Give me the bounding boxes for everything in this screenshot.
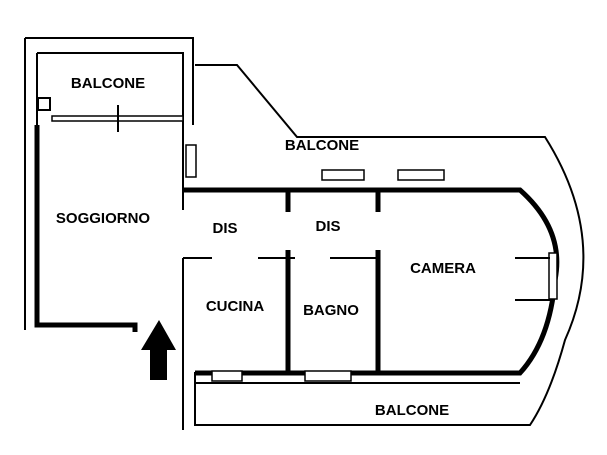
label-dis-1: DIS [212,220,237,237]
arrow-up-icon [141,320,176,380]
window-camera [397,169,445,181]
room-partitions [285,250,381,375]
soggiorno-wall [34,125,138,332]
label-dis-2: DIS [315,218,340,235]
window-side [185,144,197,178]
camera-niche [515,257,550,301]
outer-wall-top [25,37,194,125]
label-bagno: BAGNO [303,302,359,319]
column [37,97,51,111]
dis-partitions [285,190,381,212]
balcony-top-left-outline [36,52,184,125]
label-camera: CAMERA [410,260,476,277]
label-balcone-top: BALCONE [285,137,359,154]
label-balcone-bottom: BALCONE [375,402,449,419]
apartment-wall [183,187,560,376]
window-cucina [211,370,243,382]
balcony-outer-contour [194,64,585,426]
label-balcone-top-left: BALCONE [71,75,145,92]
window-camera-right [548,252,558,300]
label-cucina: CUCINA [206,298,264,315]
window-dis [321,169,365,181]
window-bagno [304,370,352,382]
label-soggiorno: SOGGIORNO [56,210,151,227]
